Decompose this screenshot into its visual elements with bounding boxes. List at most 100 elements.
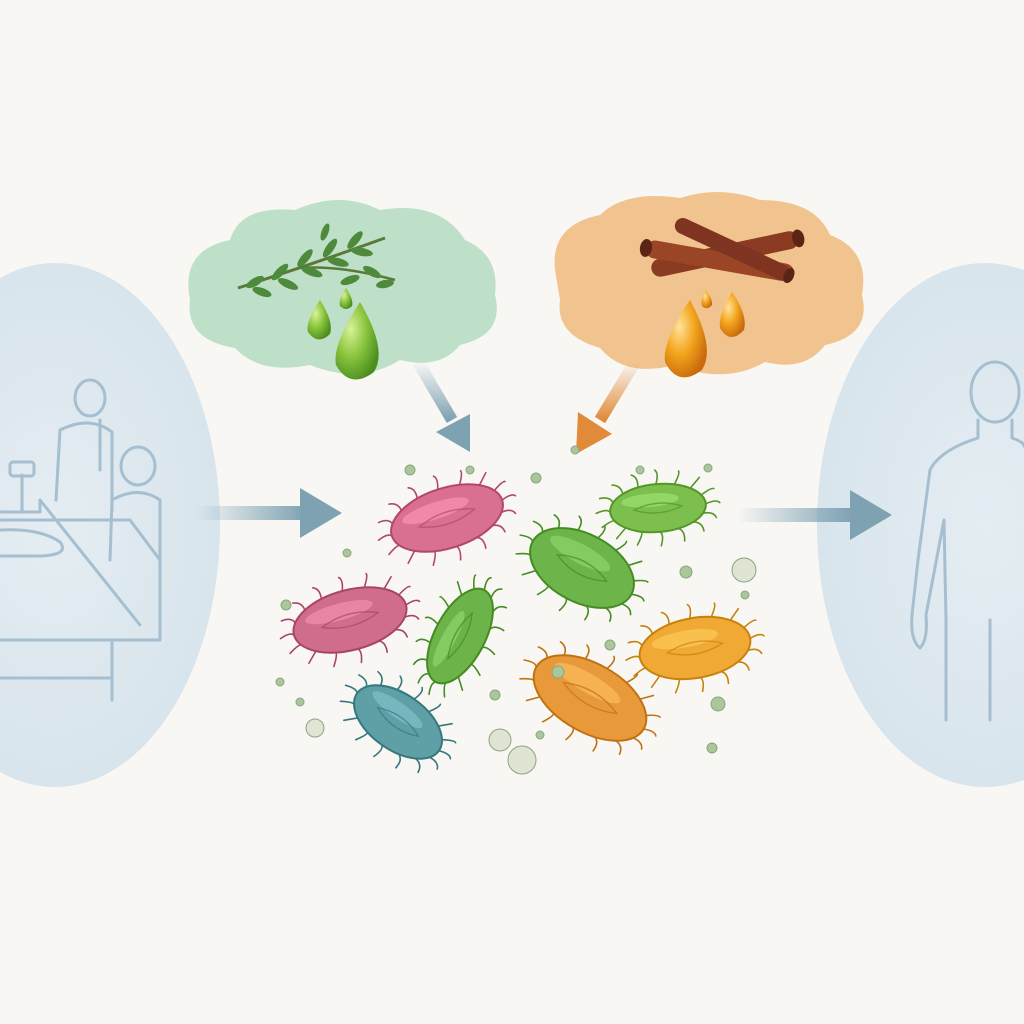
spore (489, 689, 501, 701)
bacterium (339, 670, 457, 774)
flagellum (689, 476, 701, 489)
flagellum (407, 487, 419, 500)
flagellum (611, 484, 624, 495)
flagellum (601, 520, 616, 529)
flagellum (677, 527, 686, 542)
flagellum (407, 550, 416, 565)
flagellum (627, 560, 643, 567)
flagellum (686, 603, 692, 620)
flagellum (615, 739, 622, 756)
flagellum (358, 674, 368, 688)
spore (404, 464, 416, 476)
spore (740, 590, 750, 600)
flagellum (412, 658, 428, 666)
flagellum (553, 514, 561, 530)
flagellum (700, 487, 715, 496)
flagellum (577, 515, 583, 532)
thyme-sprig-oil-drop-icon (237, 223, 396, 380)
bacterium-core (417, 508, 477, 528)
bacterium (377, 469, 517, 567)
bacterium (625, 602, 765, 694)
flagellum (625, 673, 639, 684)
flagellum (424, 616, 439, 626)
spore (488, 728, 512, 752)
flagellum (500, 509, 517, 515)
spore (635, 465, 645, 475)
flagellum (377, 519, 394, 525)
bacterium-core (320, 611, 380, 629)
bacterium-body (609, 482, 707, 534)
spore (551, 665, 565, 679)
flagellum (702, 511, 718, 519)
flagellum (427, 703, 442, 713)
flagellum (414, 757, 421, 774)
spore (535, 730, 545, 740)
spore (275, 677, 285, 687)
hospital-bed-with-people-icon (0, 378, 162, 702)
flagellum (289, 644, 303, 655)
arrow-thyme-to-bacteria (412, 358, 470, 452)
flagellum (630, 474, 639, 489)
bacteria-cluster-icon (279, 469, 765, 774)
flagellum (279, 633, 295, 640)
flagellum (532, 520, 544, 534)
flagellum (673, 470, 680, 486)
spore (731, 557, 757, 583)
flagellum (441, 738, 457, 744)
flagellum (615, 527, 627, 540)
flagellum (614, 540, 628, 552)
flagellum (705, 500, 721, 505)
flagellum (337, 576, 344, 592)
spore (604, 639, 616, 651)
flagellum (383, 575, 392, 590)
flagellum (280, 618, 297, 624)
bacterium (412, 574, 508, 698)
bacterium-body (638, 615, 752, 681)
spore (703, 463, 713, 473)
flagellum (432, 550, 437, 567)
arrow-center-to-right (738, 490, 892, 540)
flagellum (584, 604, 590, 621)
spore (342, 548, 352, 558)
bacterium-body (390, 483, 504, 553)
flagellum (291, 602, 306, 611)
flagellum (478, 471, 487, 486)
flagellum (432, 475, 439, 491)
flagellum (339, 700, 355, 706)
flagellum (492, 605, 508, 613)
spores (275, 445, 757, 775)
flagellum (674, 678, 680, 694)
flagellum (627, 640, 643, 647)
spore (295, 697, 305, 707)
flagellum (636, 530, 643, 546)
flagellum (438, 749, 452, 760)
flagellum (373, 744, 383, 758)
flagellum (584, 644, 590, 660)
flagellum (653, 469, 658, 485)
bacterium-core (446, 611, 474, 661)
flagellum (519, 534, 534, 543)
spore (507, 745, 537, 775)
flagellum (437, 722, 453, 727)
flagellum (642, 728, 657, 737)
flagellum (483, 576, 492, 591)
flagellum (660, 611, 670, 626)
flagellum (388, 503, 403, 512)
spore (570, 445, 580, 455)
bacterium (519, 640, 661, 756)
flagellum (344, 684, 358, 695)
flagellum (558, 597, 568, 612)
bacterium-highlight (555, 662, 621, 704)
flagellum (720, 670, 730, 685)
flagellum (592, 736, 598, 752)
flagellum (455, 545, 462, 561)
flagellum (377, 670, 383, 687)
bacterium-highlight (305, 599, 373, 625)
flagellum (747, 648, 763, 655)
flagellum (308, 650, 317, 665)
bacterium (279, 572, 421, 668)
spore (280, 599, 292, 611)
flagellum (559, 640, 567, 657)
flagellum (736, 661, 750, 671)
